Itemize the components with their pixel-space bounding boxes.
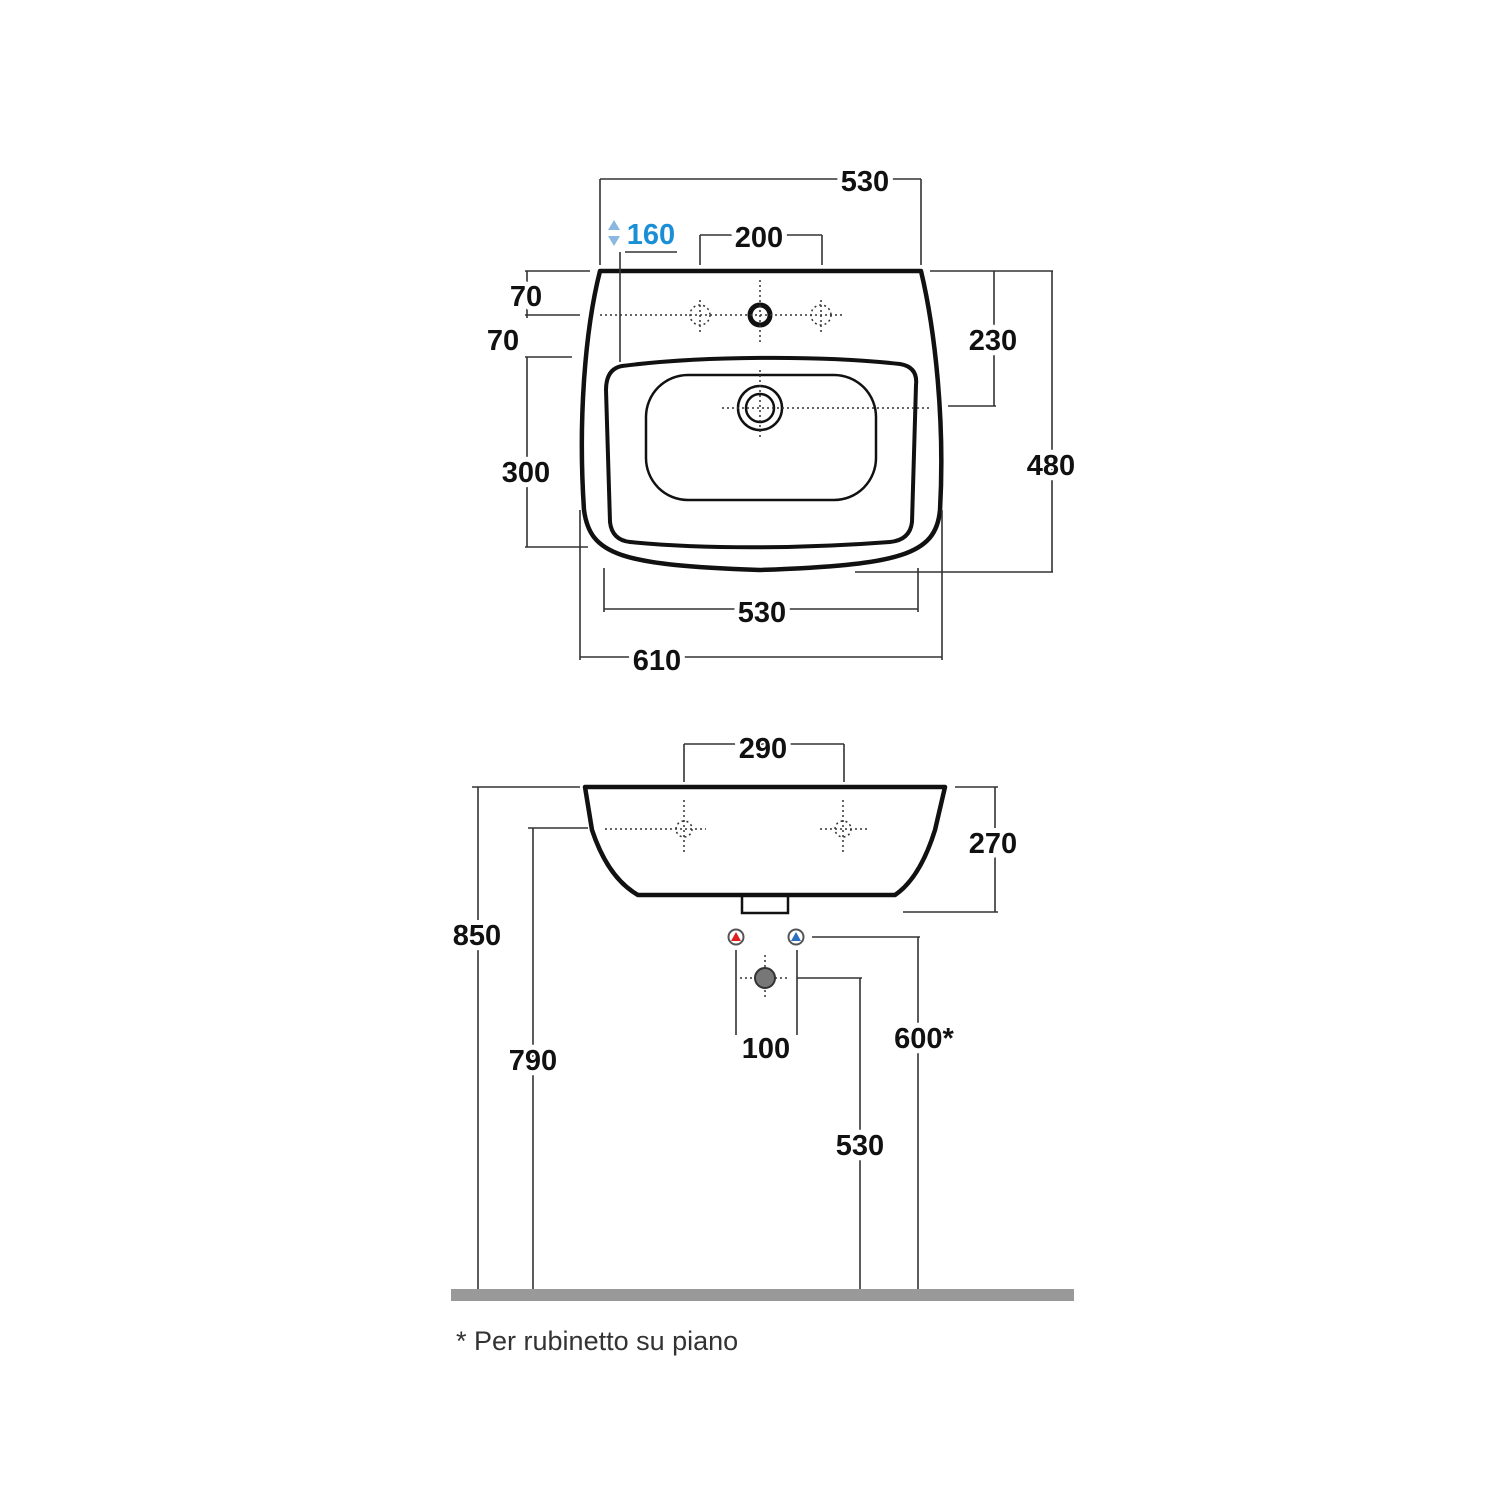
bowl-rim (604, 355, 919, 550)
front-view: 290 270 850 790 100 600* 530 (448, 728, 1074, 1301)
dim-drain-offset: 230 (969, 325, 1017, 357)
dim-basin-height: 270 (969, 828, 1017, 860)
dim-supply-spacing: 100 (742, 1033, 790, 1065)
dim-bottom-width: 530 (738, 597, 786, 629)
dim-fixing-height: 790 (509, 1045, 557, 1077)
cold-supply-icon (787, 928, 805, 946)
dim-tap-offset-1: 70 (510, 281, 542, 313)
dim-bowl-depth: 300 (502, 457, 550, 489)
hot-supply-icon (727, 928, 745, 946)
top-view: 530 160 200 70 70 300 230 480 530 610 (482, 161, 1080, 682)
basin-inner (644, 373, 878, 502)
dim-tap-offset-2: 70 (487, 325, 519, 357)
waste-outlet-icon (754, 967, 776, 989)
dim-drain-height: 530 (836, 1130, 884, 1162)
fixing-hole-left (675, 820, 693, 838)
drain-outer (736, 384, 784, 432)
fixing-centerlines (605, 800, 867, 1000)
dim-lines-front (472, 743, 998, 1290)
dim-hole-spacing: 290 (739, 733, 787, 765)
height-adjust-arrow-icon (608, 220, 620, 246)
footnote: * Per rubinetto su piano (456, 1326, 738, 1356)
dim-supply-height: 600* (894, 1023, 954, 1055)
drain-inner (744, 392, 776, 424)
drain-outlet (740, 893, 790, 915)
sink-outline-top (579, 268, 944, 573)
dim-lines-top (525, 178, 1053, 660)
centerline (600, 280, 930, 440)
dim-tap-height: 160 (627, 219, 675, 251)
dim-overall-width: 530 (841, 166, 889, 198)
floor-line (451, 1289, 1074, 1301)
dim-overall-depth: 480 (1027, 450, 1075, 482)
dim-top-height: 850 (453, 920, 501, 952)
dim-max-width: 610 (633, 645, 681, 677)
fixing-hole-right (834, 820, 852, 838)
dim-tap-hole-spacing: 200 (735, 222, 783, 254)
sink-outline-front (582, 784, 948, 898)
